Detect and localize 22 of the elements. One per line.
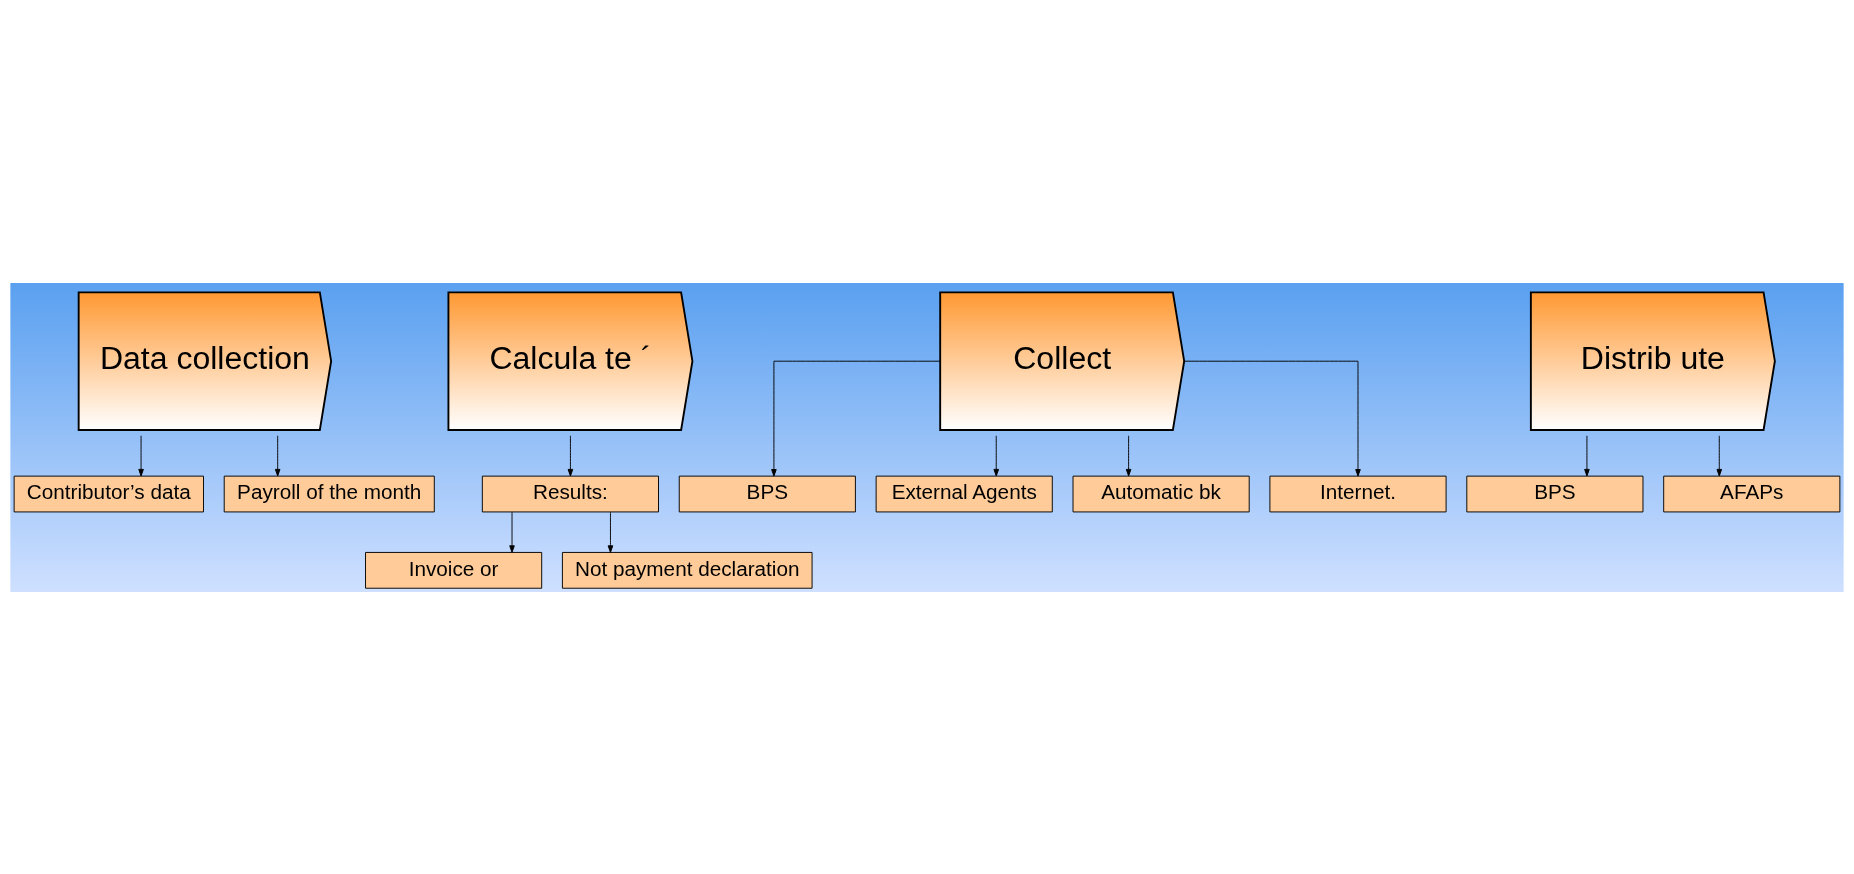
node-box: Not payment declaration [561, 551, 813, 589]
arrow [607, 511, 614, 553]
node-box: BPS [678, 475, 856, 512]
node-box: Internet. [1269, 475, 1447, 512]
arrow [1584, 434, 1590, 476]
node-box: BPS [1466, 475, 1644, 512]
arrow [1183, 360, 1361, 477]
arrow [771, 360, 941, 477]
node-box: Invoice or [365, 551, 543, 589]
node-box: External Agents [875, 475, 1053, 512]
node-box: AFAPs [1663, 475, 1841, 512]
arrow [138, 434, 144, 476]
arrow [1125, 434, 1132, 476]
node-box: Results: [481, 475, 659, 512]
node-box: Payroll of the month [223, 475, 435, 512]
node-box: Automatic bk [1072, 475, 1250, 512]
node-box: Contributor’s data [13, 475, 204, 512]
arrow [509, 511, 515, 553]
arrow [274, 434, 281, 476]
arrow [993, 434, 999, 476]
arrow [567, 434, 574, 476]
arrow [1716, 434, 1723, 476]
